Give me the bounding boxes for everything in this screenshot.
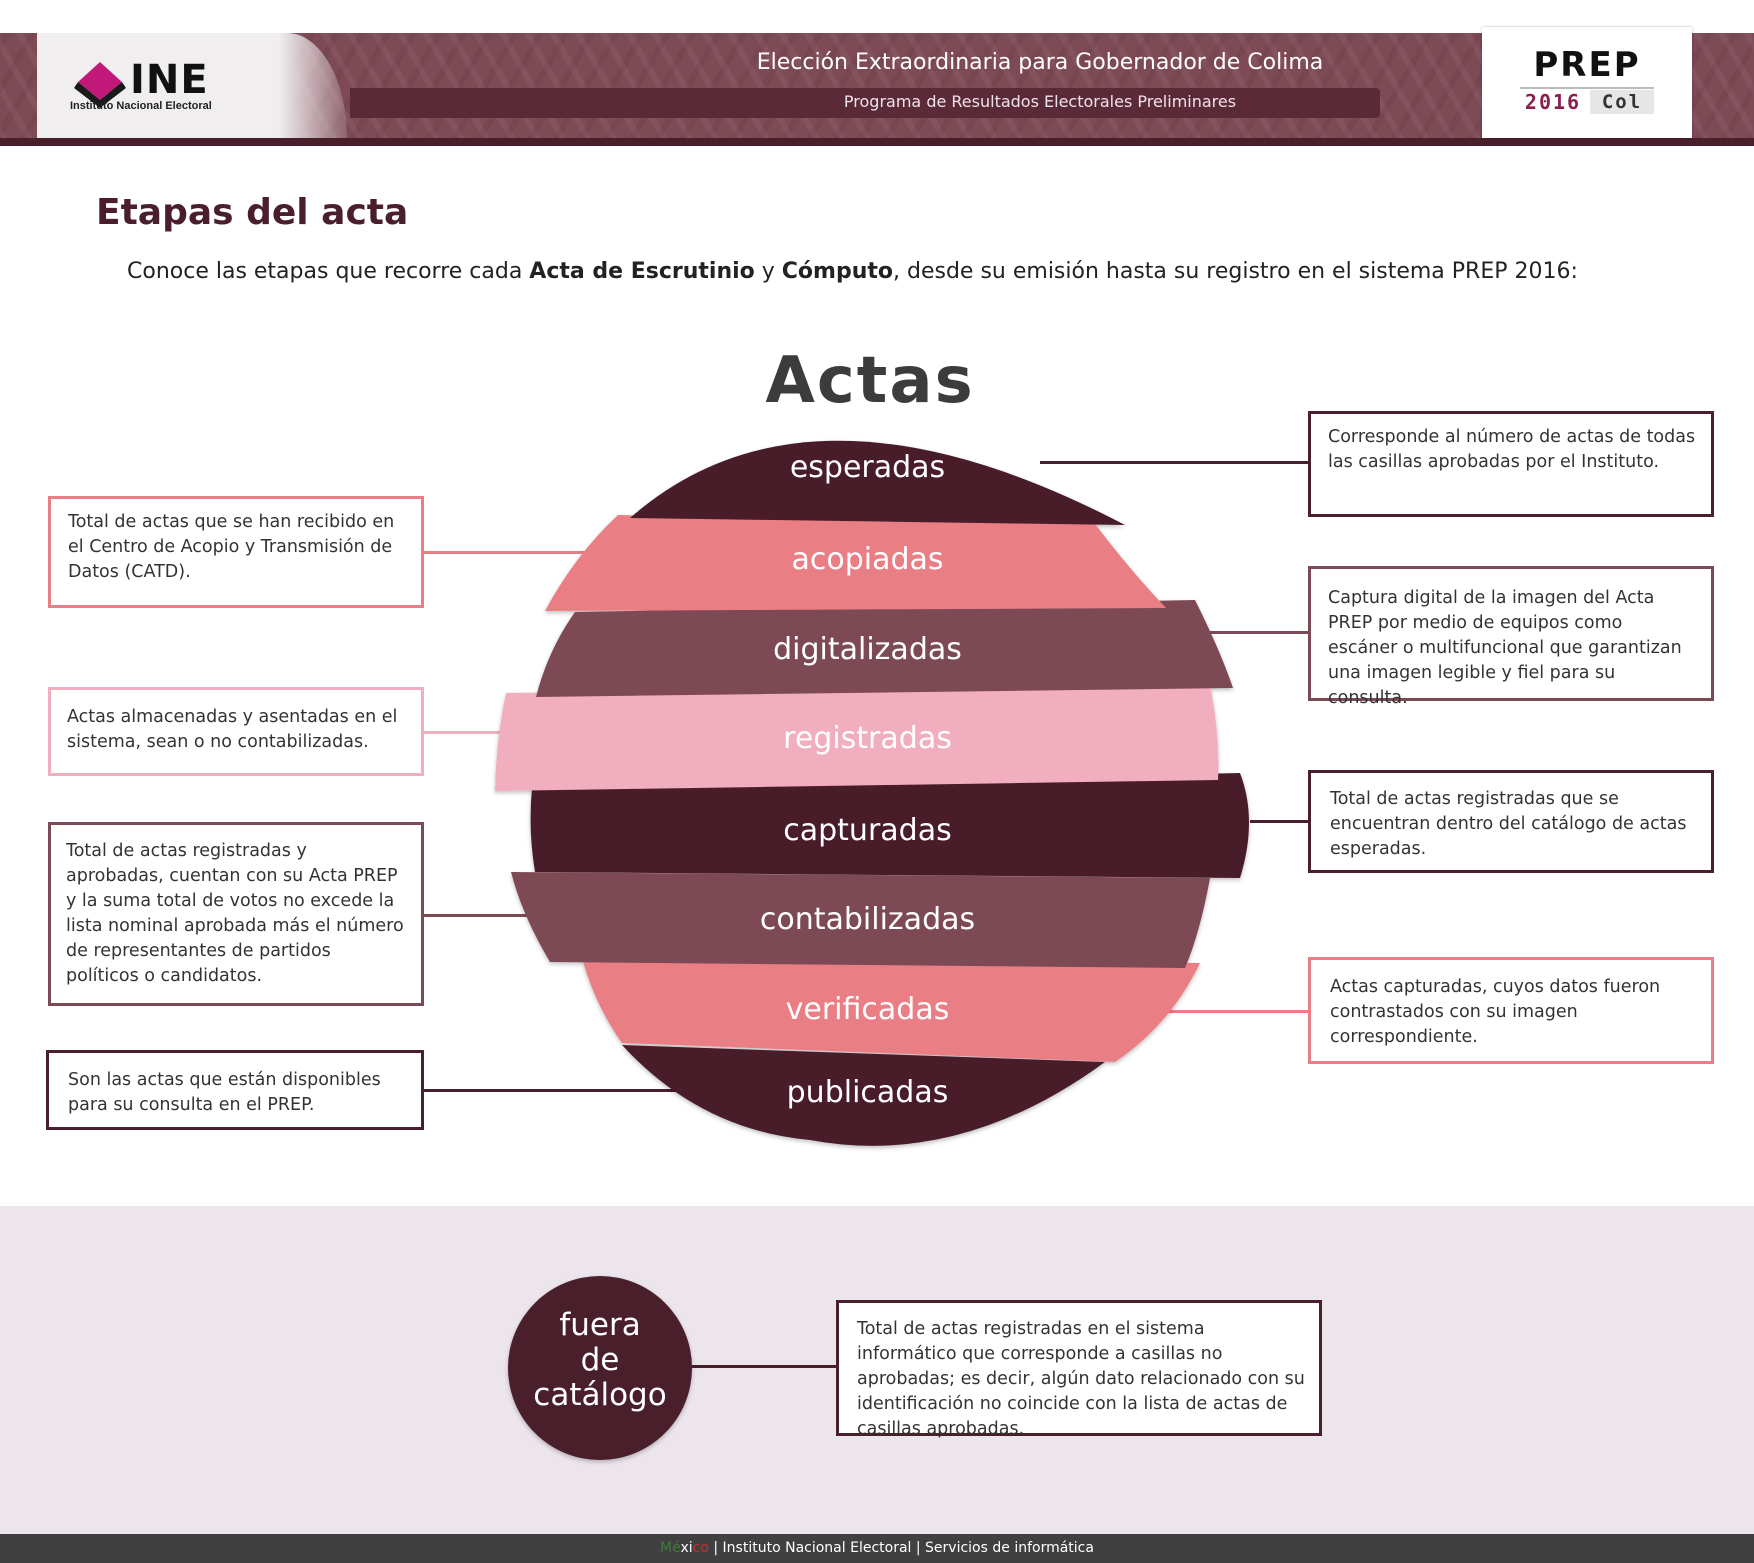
band-label-capturadas: capturadas xyxy=(783,813,952,848)
footer-text: México | Instituto Nacional Electoral | … xyxy=(0,1537,1754,1559)
intro-bold-computo: Cómputo xyxy=(781,259,894,284)
desc-box-capturadas: Total de actas registradas que se encuen… xyxy=(1308,770,1714,873)
ine-logo-text: INE xyxy=(130,57,209,103)
fuera-de-catalogo-circle[interactable] xyxy=(508,1276,692,1460)
fuera-de-catalogo-label: fuera de catálogo xyxy=(533,1307,667,1413)
desc-box-registradas: Actas almacenadas y asentadas en el sist… xyxy=(48,687,424,776)
header-title: Elección Extraordinaria para Gobernador … xyxy=(756,50,1324,75)
connector-esperadas xyxy=(1040,461,1310,464)
connector-fuera-de-catalogo xyxy=(692,1365,838,1368)
globe-title: Actas xyxy=(765,344,975,418)
prep-logo-year-row: 2016 Col xyxy=(1520,87,1654,115)
desc-box-esperadas: Corresponde al número de actas de todas … xyxy=(1308,411,1714,517)
intro-bold-acta: Acta de Escrutinio xyxy=(529,259,755,284)
footer xyxy=(0,1534,1754,1563)
desc-box-contabilizadas: Total de actas registradas y aprobadas, … xyxy=(48,822,424,1006)
desc-box-digitalizadas: Captura digital de la imagen del Acta PR… xyxy=(1308,566,1714,708)
footer-org-link[interactable]: | Instituto Nacional Electoral xyxy=(708,1540,916,1556)
band-label-publicadas: publicadas xyxy=(786,1075,949,1110)
footer-mexico-white: xi xyxy=(680,1540,693,1556)
desc-box-verificadas: Actas capturadas, cuyos datos fueron con… xyxy=(1308,957,1714,1064)
band-label-contabilizadas: contabilizadas xyxy=(759,902,976,937)
desc-box-publicadas: Son las actas que están disponibles para… xyxy=(46,1050,424,1130)
desc-box-acopiadas: Total de actas que se han recibido en el… xyxy=(48,496,424,608)
prep-logo-region: Col xyxy=(1590,90,1654,114)
intro-text: Conoce las etapas que recorre cada Acta … xyxy=(127,256,1578,288)
page-title: Etapas del acta xyxy=(96,192,409,233)
ine-logo-subtitle: Instituto Nacional Electoral xyxy=(70,100,212,112)
prep-logo[interactable]: PREP 2016 Col xyxy=(1482,27,1692,138)
connector-registradas xyxy=(421,731,501,734)
footer-mexico-green: Mé xyxy=(660,1540,681,1556)
prep-logo-word: PREP xyxy=(1533,45,1641,85)
connector-digitalizadas xyxy=(1205,631,1310,634)
intro-part-1: Conoce las etapas que recorre cada xyxy=(127,259,530,284)
band-label-verificadas: verificadas xyxy=(785,992,950,1027)
connector-publicadas xyxy=(421,1089,681,1092)
desc-box-fuera-de-catalogo: Total de actas registradas en el sistema… xyxy=(836,1300,1322,1439)
band-label-acopiadas: acopiadas xyxy=(791,542,944,577)
footer-mexico-red: co xyxy=(692,1540,709,1556)
band-label-registradas: registradas xyxy=(783,721,952,756)
intro-part-2: y xyxy=(754,259,782,284)
connector-capturadas xyxy=(1250,820,1310,823)
header-title-band xyxy=(350,88,1380,118)
band-label-esperadas: esperadas xyxy=(789,450,946,485)
header-bottom-border xyxy=(0,138,1754,146)
intro-part-3: , desde su emisión hasta su registro en … xyxy=(893,259,1578,284)
header-subtitle: Programa de Resultados Electorales Preli… xyxy=(843,92,1237,111)
connector-contabilizadas xyxy=(421,914,531,917)
band-label-digitalizadas: digitalizadas xyxy=(773,632,962,667)
prep-logo-year: 2016 xyxy=(1524,90,1582,114)
footer-services-link[interactable]: | Servicios de informática xyxy=(915,1540,1094,1556)
connector-acopiadas xyxy=(421,551,591,554)
connector-verificadas xyxy=(1160,1010,1310,1013)
ine-diamond-icon xyxy=(74,62,126,108)
